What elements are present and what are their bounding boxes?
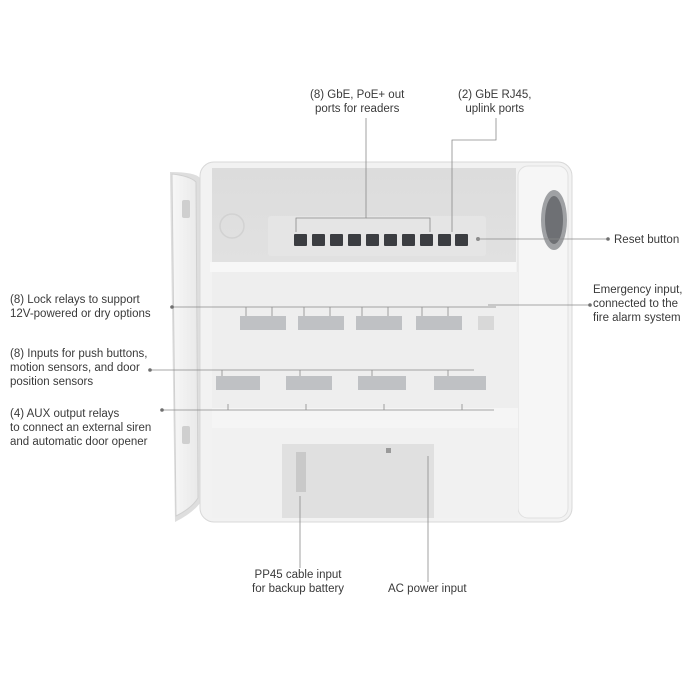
emergency-input-terminal [478, 316, 494, 330]
callout-pp45-input: PP45 cable input for backup battery [252, 569, 345, 595]
input-terminal-blocks [216, 376, 486, 390]
uplink-port-row [438, 234, 468, 246]
poe-port [330, 234, 343, 246]
uplink-port [455, 234, 468, 246]
leader-dots [148, 237, 610, 412]
poe-port [384, 234, 397, 246]
poe-port [348, 234, 361, 246]
callout-ac-power: AC power input [388, 583, 467, 595]
callout-lock-relays: (8) Lock relays to support 12V-powered o… [10, 294, 151, 320]
leader-lines [150, 118, 608, 582]
lock-relay-blocks [240, 316, 494, 330]
open-door [170, 172, 202, 522]
relay-block [298, 316, 344, 330]
door-hinge-top [182, 200, 190, 218]
uplink-port [438, 234, 451, 246]
terminal-board [212, 272, 518, 435]
relay-block [356, 316, 402, 330]
relay-block [240, 316, 286, 330]
lower-compartment [212, 428, 518, 518]
poe-port-row [294, 234, 433, 246]
callout-uplink-ports: (2) GbE RJ45, uplink ports [458, 89, 532, 115]
poe-port [420, 234, 433, 246]
door-hinge-bottom [182, 426, 190, 444]
poe-port [294, 234, 307, 246]
input-block [358, 376, 406, 390]
callout-aux-relays: (4) AUX output relays to connect an exte… [10, 408, 152, 448]
reset-button[interactable] [476, 237, 480, 241]
input-block [286, 376, 332, 390]
pp45-port [296, 452, 306, 492]
poe-port [366, 234, 379, 246]
input-block [434, 376, 486, 390]
ac-power-inlet [386, 448, 391, 453]
input-block [216, 376, 260, 390]
callout-inputs: (8) Inputs for push buttons, motion sens… [10, 348, 148, 388]
cable-bay [282, 444, 434, 518]
poe-port [312, 234, 325, 246]
callout-reset-button: Reset button [614, 234, 680, 246]
poe-port [402, 234, 415, 246]
relay-block [416, 316, 462, 330]
port-panel [210, 216, 516, 272]
callout-poe-ports: (8) GbE, PoE+ out ports for readers [310, 89, 405, 115]
callout-emergency-input: Emergency input, connected to the fire a… [593, 284, 683, 324]
knockout-left [219, 213, 245, 239]
